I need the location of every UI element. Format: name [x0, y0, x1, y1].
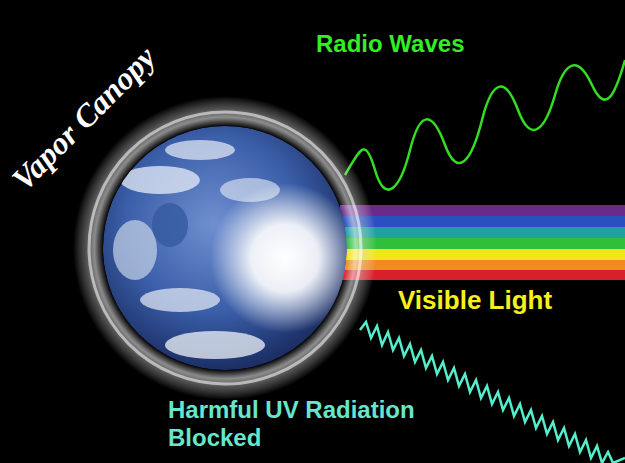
vapor-canopy-halo [73, 96, 377, 400]
light-label: Visible Light [398, 286, 552, 316]
visible-light-band [340, 205, 625, 280]
canopy-ring [89, 112, 361, 384]
earth [103, 126, 360, 370]
radio-wave [345, 60, 625, 190]
radio-label: Radio Waves [316, 30, 465, 58]
uv-wave [360, 322, 625, 463]
uv-label: Harmful UV Radiation Blocked [168, 396, 468, 451]
